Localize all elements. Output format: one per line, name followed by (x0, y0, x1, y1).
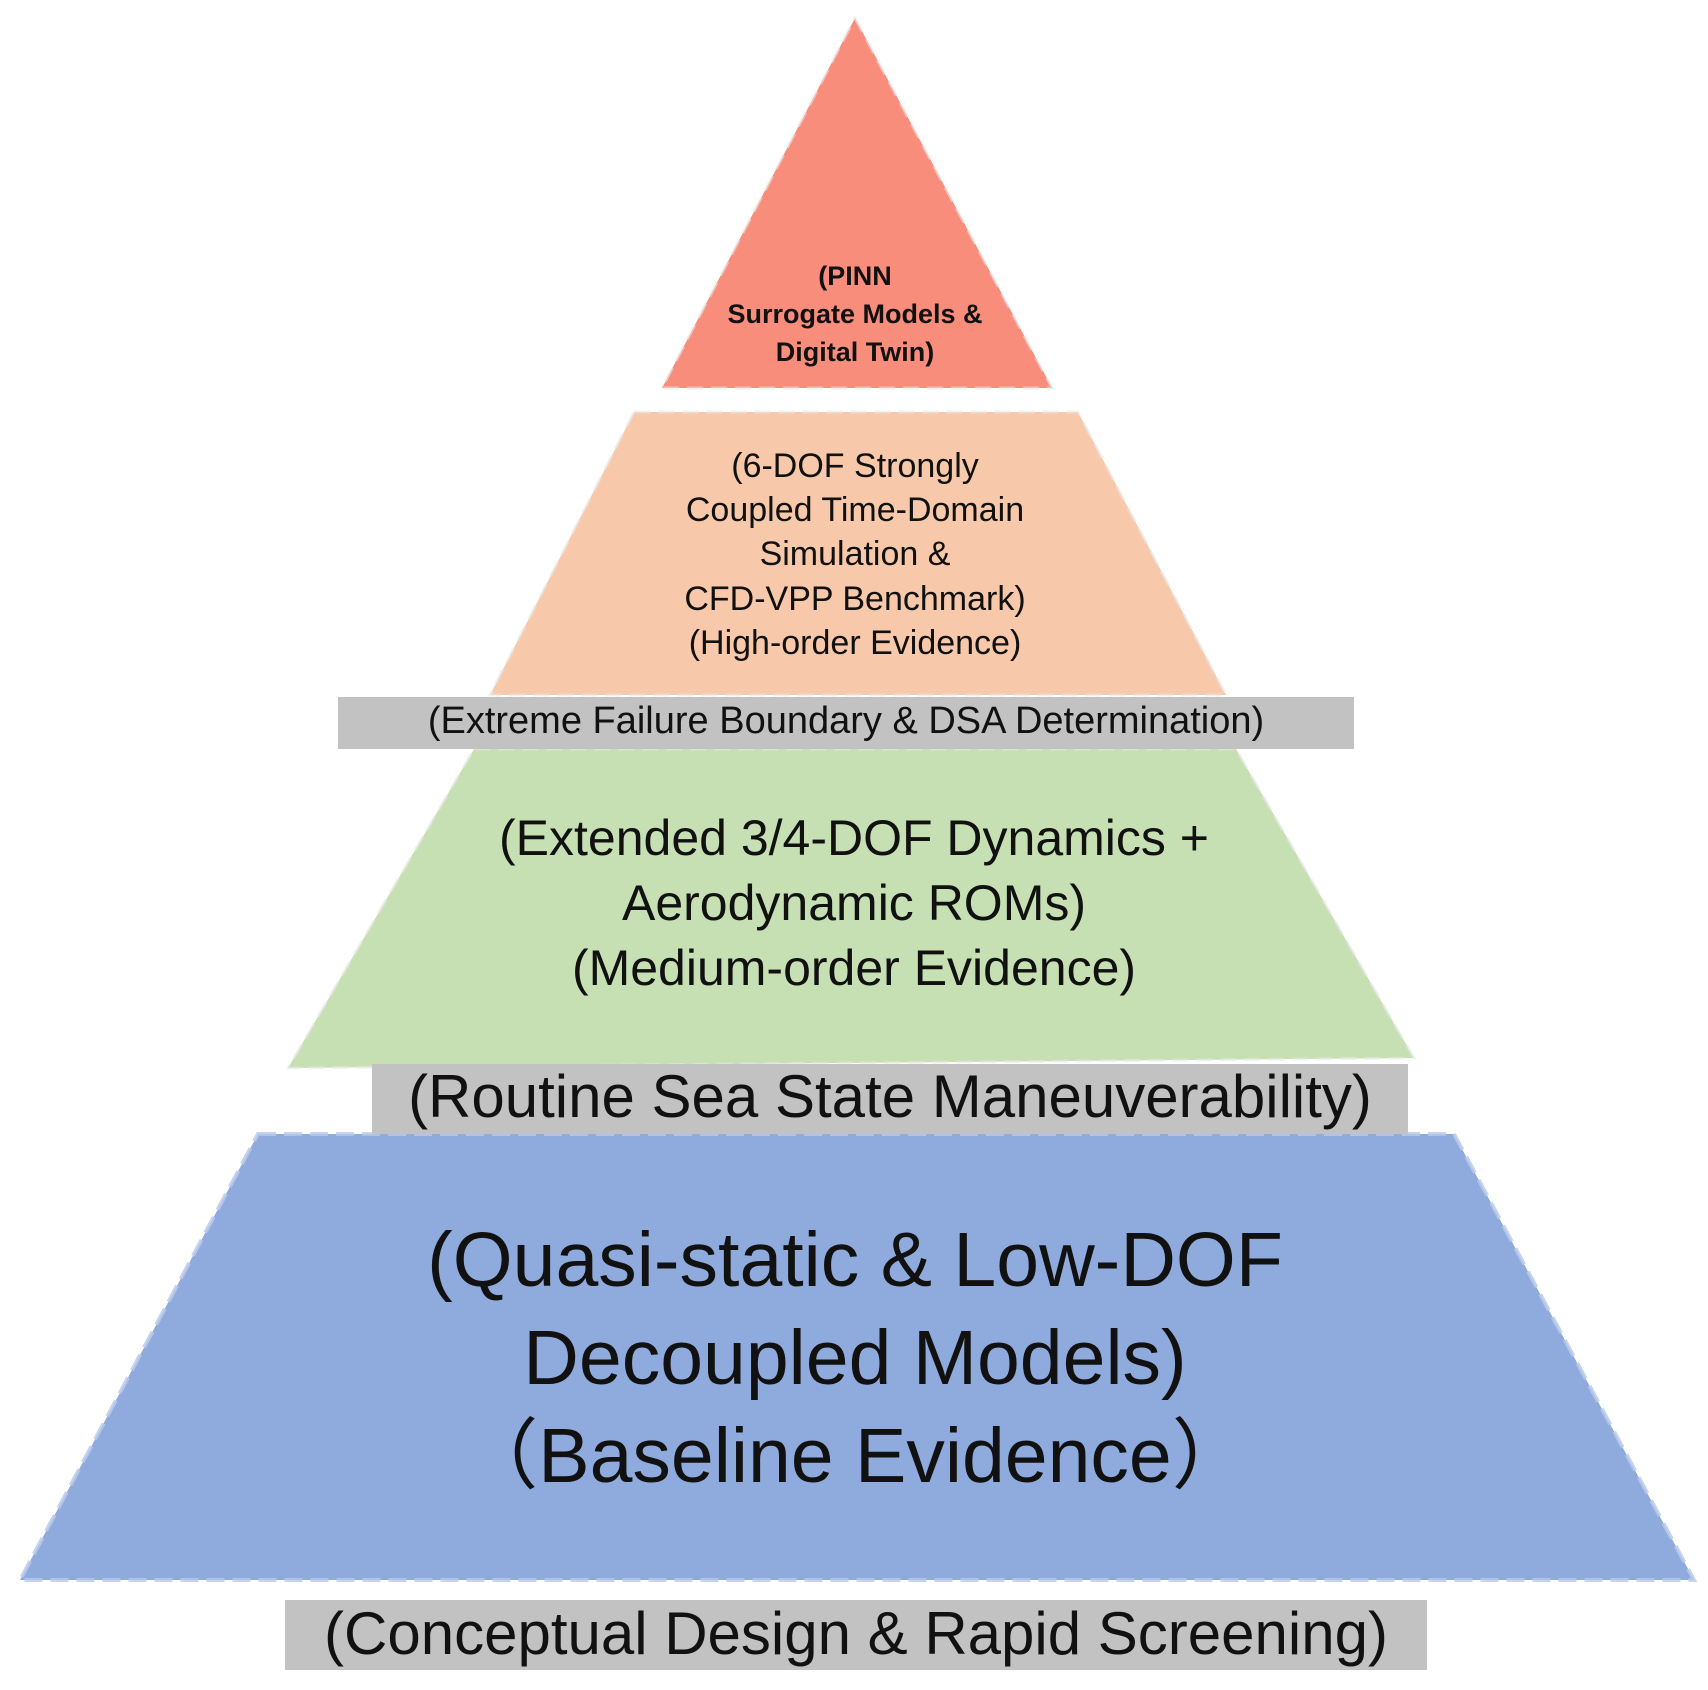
tier-2-line: CFD-VPP Benchmark) (684, 579, 1026, 618)
tier-1-label: (PINN Surrogate Models & Digital Twin) (640, 258, 1070, 371)
tier-4-trapezoid (16, 1132, 1698, 1582)
band-extreme-failure: (Extreme Failure Boundary & DSA Determin… (338, 697, 1354, 749)
tier-3-line: Aerodynamic ROMs) (622, 875, 1086, 931)
tier-3-label: (Extended 3/4-DOF Dynamics + Aerodynamic… (404, 806, 1304, 1001)
tier-4-label: (Quasi-static & Low-DOF Decoupled Models… (300, 1212, 1410, 1505)
tier-3-line: (Medium-order Evidence) (571, 940, 1137, 996)
band-routine-sea-state: (Routine Sea State Maneuverability) (372, 1064, 1408, 1134)
tier-1-line: (PINN (818, 261, 892, 291)
tier-4-line: Decoupled Models) (523, 1314, 1187, 1401)
tier-2-line: (6-DOF Strongly (731, 447, 979, 485)
tier-2-line: Simulation & (759, 535, 951, 574)
tier-2-line: Coupled Time-Domain (685, 491, 1025, 530)
tier-1-line: Digital Twin) (775, 336, 935, 367)
tier-4-line: (Quasi-static & Low-DOF (427, 1217, 1283, 1303)
tier-1-line: Surrogate Models & (727, 298, 983, 329)
tier-4-line: （Baseline Evidence） (461, 1412, 1249, 1499)
tier-3-line: (Extended 3/4-DOF Dynamics + (499, 810, 1209, 866)
tier-2-line: (High-order Evidence) (688, 623, 1022, 662)
tier-2-trapezoid (487, 410, 1229, 697)
tier-2-label: (6-DOF Strongly Coupled Time-Domain Simu… (590, 444, 1120, 665)
band-conceptual-design: (Conceptual Design & Rapid Screening) (285, 1600, 1427, 1670)
tier-3-trapezoid (285, 747, 1417, 1070)
tier-1-triangle (659, 14, 1055, 390)
